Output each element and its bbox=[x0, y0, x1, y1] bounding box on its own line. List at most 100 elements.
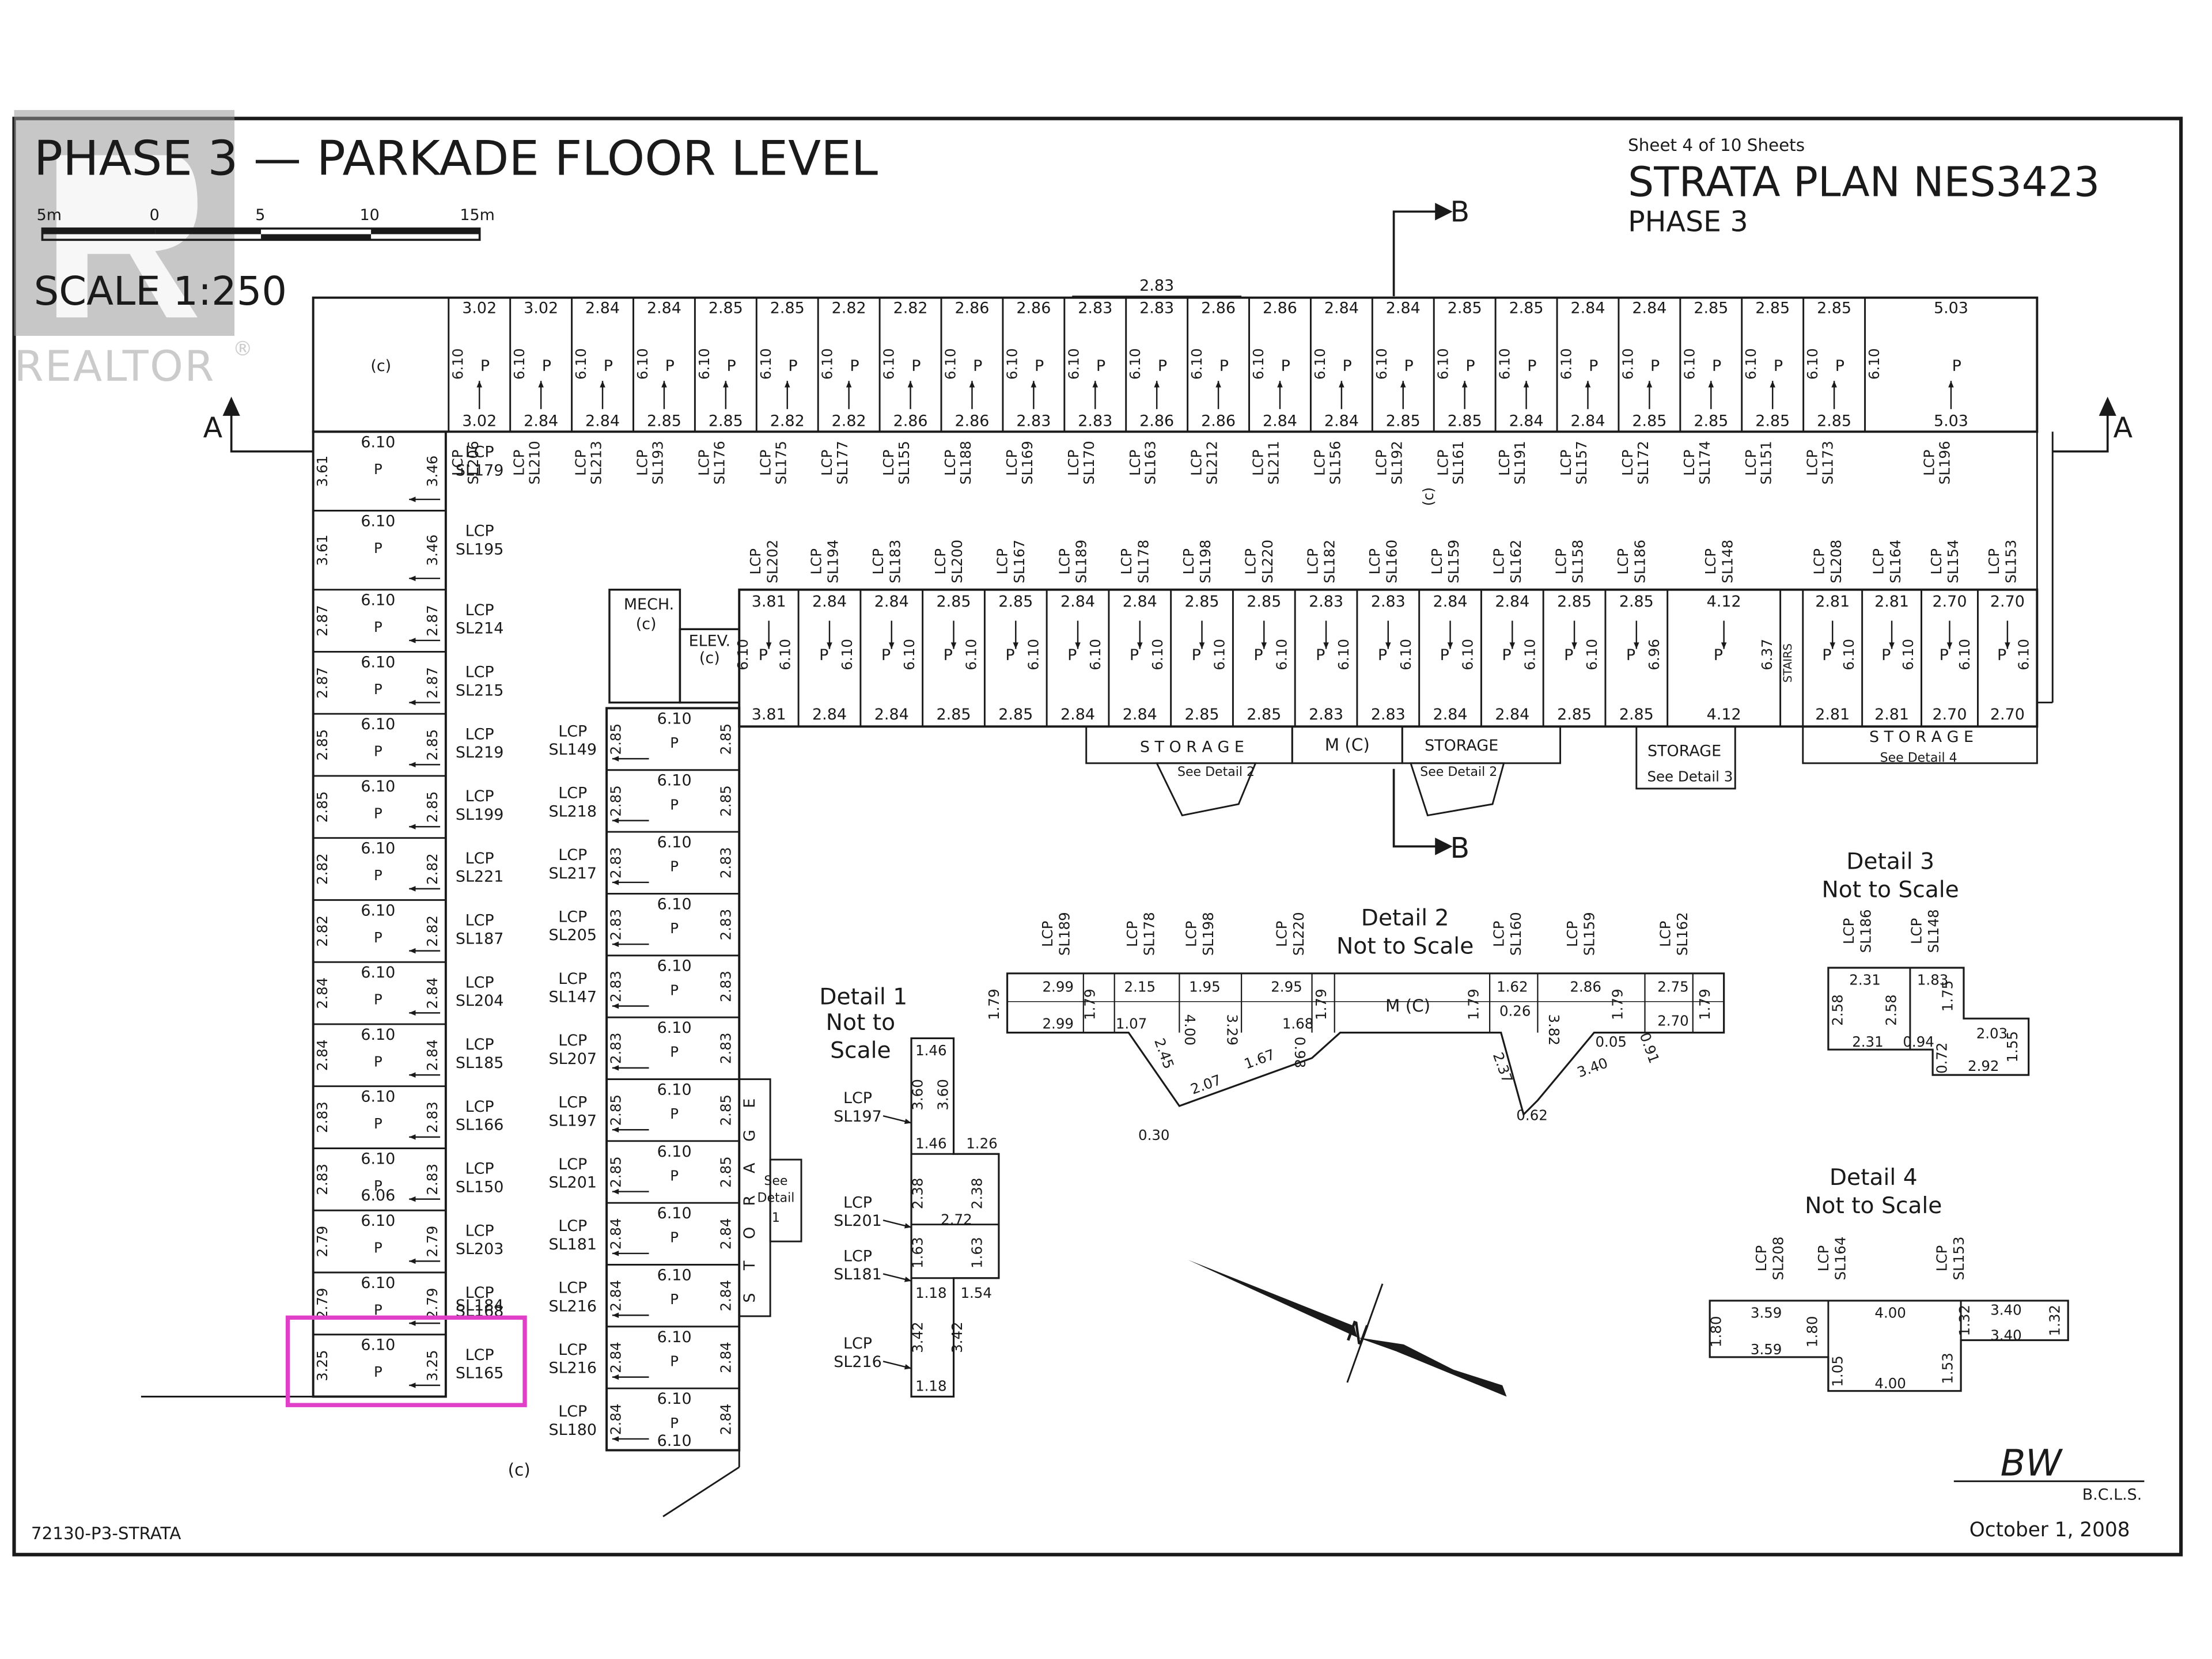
middle-depth-dim: 6.10 bbox=[1584, 639, 1600, 670]
left-stall-arrow-head bbox=[409, 824, 416, 830]
detail-2-shape bbox=[1006, 972, 1725, 1116]
detail-1-dim: 1.54 bbox=[960, 1285, 991, 1301]
left-stall-letter: P bbox=[374, 619, 382, 635]
top-dim-bottom: 2.85 bbox=[1694, 412, 1728, 430]
top-dim-top: 5.03 bbox=[1934, 300, 1968, 317]
top-stall-letter: P bbox=[1835, 357, 1844, 375]
middle-lcp-label: SL178 bbox=[1135, 540, 1152, 584]
middle-depth-dim: 6.10 bbox=[1025, 639, 1041, 670]
inner-lcp-label: SL218 bbox=[549, 803, 597, 821]
top-depth-dim: 6.10 bbox=[1065, 349, 1082, 380]
top-dim-bottom: 2.85 bbox=[1817, 412, 1851, 430]
top-lcp-prefix: LCP bbox=[1373, 450, 1389, 476]
top-stall-letter: P bbox=[604, 357, 613, 375]
left-stall-letter: P bbox=[374, 1301, 382, 1318]
section-a-right: A bbox=[2113, 411, 2133, 444]
top-lcp-label: SL193 bbox=[649, 441, 666, 484]
plan-date: October 1, 2008 bbox=[1969, 1518, 2130, 1541]
left-stall-arrow-head bbox=[409, 948, 416, 954]
detail-2-dim: 1.95 bbox=[1189, 979, 1220, 995]
middle-dim-bottom: 2.70 bbox=[1990, 706, 2025, 724]
detail-4-title: Detail 4 bbox=[1830, 1165, 1918, 1191]
left-lcp-label: SL204 bbox=[456, 992, 503, 1010]
middle-depth-dim: 6.37 bbox=[1759, 639, 1775, 670]
top-stall-letter: P bbox=[1404, 357, 1413, 375]
inner-width-dim: 6.10 bbox=[657, 1390, 692, 1408]
middle-depth-dim: 6.10 bbox=[963, 639, 980, 670]
top-stall-letter: P bbox=[1158, 357, 1167, 375]
top-depth-dim: 6.10 bbox=[1188, 349, 1205, 380]
inner-lcp-prefix: LCP bbox=[558, 970, 587, 988]
middle-lcp-prefix: LCP bbox=[1056, 548, 1073, 574]
detail-2-lcp-label: SL198 bbox=[1200, 912, 1217, 956]
inner-storage-letter: R bbox=[741, 1195, 759, 1206]
left-lcp-prefix: LCP bbox=[465, 974, 494, 991]
inner-dim-left: 2.83 bbox=[608, 971, 624, 1002]
top-stall-letter: P bbox=[1465, 357, 1475, 375]
top-lcp-label: SL163 bbox=[1142, 441, 1159, 484]
top-depth-dim: 6.10 bbox=[1250, 349, 1267, 380]
left-dim-inner: 3.25 bbox=[424, 1350, 441, 1381]
left-lcp-label: SL219 bbox=[456, 744, 503, 762]
left-lcp-prefix: LCP bbox=[465, 912, 494, 930]
detail-2-dim: 4.00 bbox=[1181, 1014, 1198, 1046]
top-depth-dim: 6.10 bbox=[1804, 349, 1821, 380]
top-lcp-label: SL174 bbox=[1696, 441, 1713, 484]
left-dim-outer: 2.79 bbox=[314, 1226, 331, 1257]
top-row-outline bbox=[312, 296, 2039, 433]
left-dim-outer: 2.84 bbox=[314, 978, 331, 1009]
top-lcp-label: SL151 bbox=[1758, 441, 1775, 484]
middle-lcp-prefix: LCP bbox=[1702, 548, 1719, 574]
file-reference: 72130-P3-STRATA bbox=[31, 1524, 181, 1543]
middle-lcp-label: SL164 bbox=[1887, 540, 1904, 584]
detail-1-lcp-prefix: LCP bbox=[843, 1194, 872, 1211]
top-lcp-label: SL175 bbox=[772, 441, 789, 484]
left-lcp-prefix: LCP bbox=[465, 1222, 494, 1240]
detail-2-dim: 0.26 bbox=[1499, 1002, 1531, 1019]
section-b-bottom: B bbox=[1450, 832, 1470, 865]
middle-dim-top: 2.85 bbox=[998, 593, 1033, 611]
top-lcp-label: SL169 bbox=[1019, 441, 1036, 484]
middle-lcp-label: SL186 bbox=[1632, 540, 1649, 584]
middle-dim-bottom: 2.85 bbox=[1185, 706, 1219, 724]
left-lcp-prefix: LCP bbox=[465, 725, 494, 743]
detail-2-dim: 1.79 bbox=[986, 988, 1002, 1020]
top-dim-bottom: 2.86 bbox=[955, 412, 989, 430]
middle-dim-bottom: 2.84 bbox=[812, 706, 847, 724]
middle-lcp-label: SL158 bbox=[1570, 540, 1586, 584]
left-width-dim: 6.10 bbox=[361, 902, 395, 919]
top-stall-arrow-head bbox=[1831, 381, 1837, 388]
left-width-dim: 6.10 bbox=[361, 512, 395, 530]
left-width-dim: 6.10 bbox=[361, 592, 395, 609]
top-dim-top: 2.86 bbox=[955, 300, 989, 317]
inner-dim-left: 2.85 bbox=[608, 1156, 624, 1187]
left-dim-inner: 2.82 bbox=[424, 915, 441, 946]
storage-4-detail: See Detail 4 bbox=[1880, 751, 1957, 765]
inner-width-dim: 6.10 bbox=[657, 1328, 692, 1346]
middle-dim-bottom: 2.85 bbox=[1619, 706, 1654, 724]
left-lcp-label: SL179 bbox=[456, 461, 503, 479]
middle-depth-dim: 6.96 bbox=[1646, 639, 1662, 670]
inner-stall-arrow-head bbox=[612, 941, 619, 947]
middle-stall-letter: P bbox=[944, 646, 953, 664]
top-lcp-label: SL206 bbox=[465, 441, 482, 484]
middle-stall-letter: P bbox=[759, 646, 768, 664]
inner-dim-right: 2.85 bbox=[718, 785, 734, 816]
top-lcp-prefix: LCP bbox=[1250, 450, 1267, 476]
detail-1-lcp-prefix: LCP bbox=[843, 1247, 872, 1265]
middle-stall-letter: P bbox=[1005, 646, 1014, 664]
top-depth-dim: 6.10 bbox=[511, 349, 528, 380]
top-lcp-prefix: LCP bbox=[1681, 450, 1698, 476]
middle-dim-bottom: 2.85 bbox=[1557, 706, 1592, 724]
detail-4-lcp-label: SL208 bbox=[1770, 1237, 1787, 1281]
inner-dim-left: 2.83 bbox=[608, 909, 624, 940]
highlighted-stall-sl165[interactable] bbox=[285, 1315, 527, 1407]
middle-depth-dim: 6.10 bbox=[901, 639, 918, 670]
top-lcp-prefix: LCP bbox=[695, 450, 712, 476]
middle-dim-top: 2.84 bbox=[1060, 593, 1095, 611]
top-stall-arrow-head bbox=[784, 381, 790, 388]
inner-lcp-prefix: LCP bbox=[558, 846, 587, 864]
realtor-logo: REALTOR ® bbox=[14, 110, 252, 391]
inner-lcp-label: SL207 bbox=[549, 1050, 597, 1068]
inner-stall-letter: P bbox=[670, 1353, 679, 1369]
